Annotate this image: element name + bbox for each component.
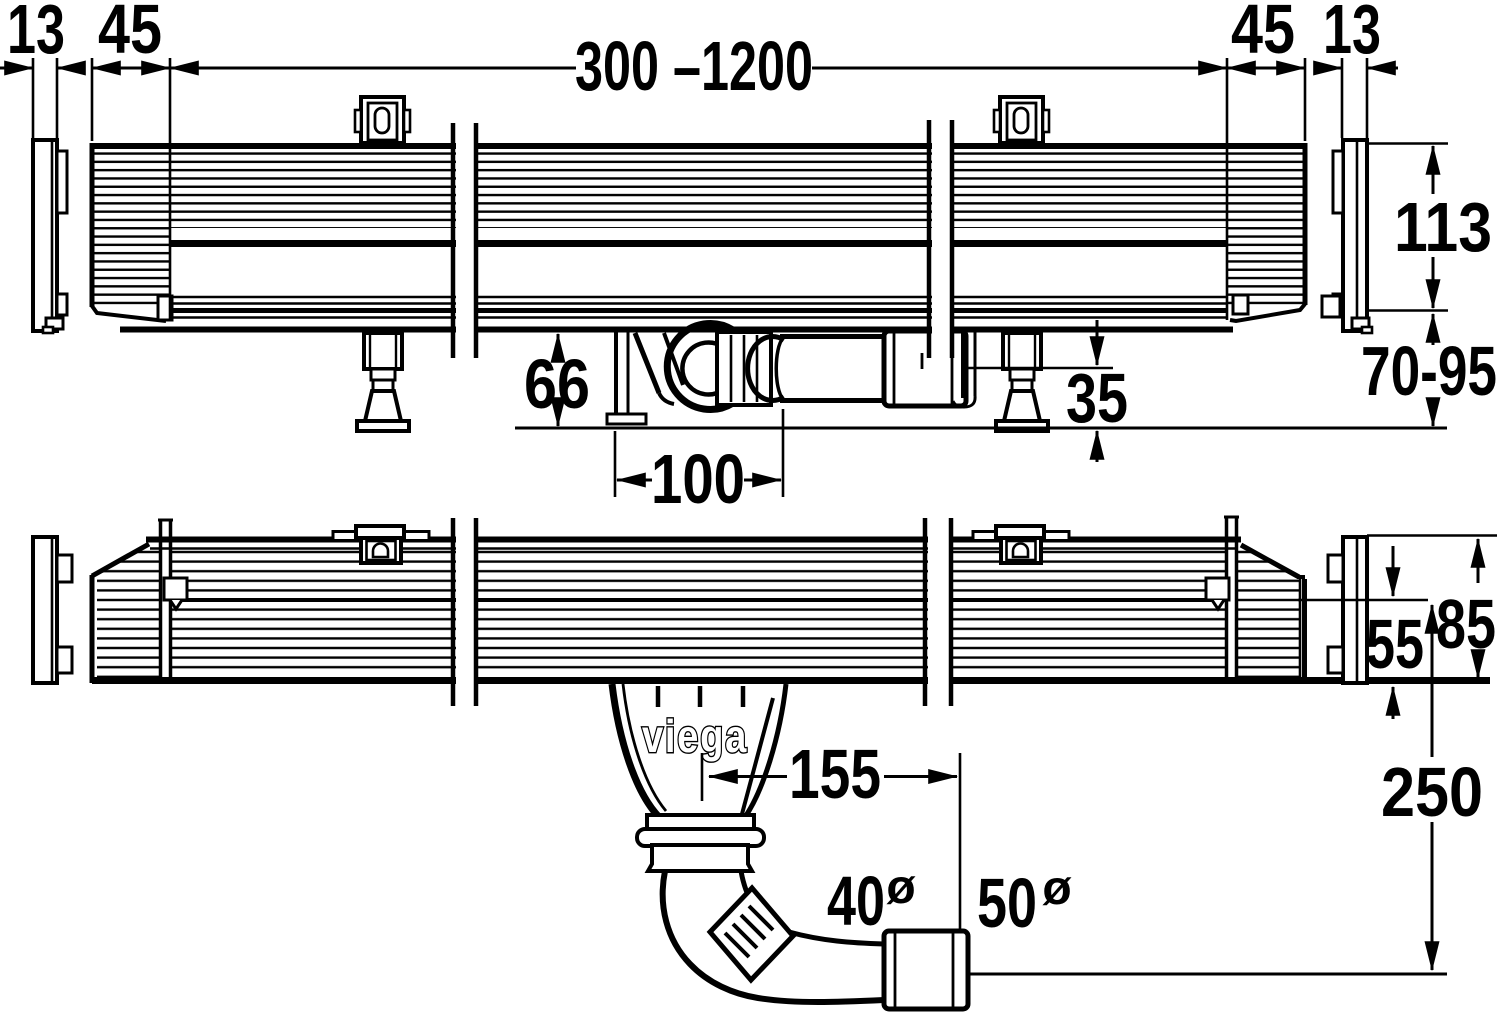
grate-hatch-front	[97, 544, 1301, 683]
break-lines-top-view	[450, 116, 955, 360]
dim-connection-pipe-diameter: 50	[977, 864, 1037, 942]
dim-frame-height: 85	[1436, 585, 1496, 663]
wall-flange-front-left	[31, 535, 74, 685]
dim-body-height: 55	[1366, 605, 1424, 683]
dim-outlet-offset: 155	[789, 735, 881, 813]
end-rail-right	[1229, 143, 1308, 324]
dim-overall-height: 113	[1394, 188, 1492, 266]
adjustable-foot-right	[994, 328, 1050, 433]
dim-outlet-pipe-diameter: 40	[827, 862, 885, 940]
dim-trap-height: 66	[524, 345, 590, 423]
diameter-symbol-50: ø	[1042, 862, 1072, 915]
wall-flange-left	[31, 138, 69, 335]
dim-flange-width-right: 13	[1323, 0, 1381, 68]
mounting-clamp-right	[992, 95, 1051, 145]
break-lines-front-view	[450, 516, 954, 706]
dim-length-range: 300 –1200	[575, 27, 813, 105]
outlet-elbow	[659, 870, 971, 1012]
dim-trap-length: 100	[651, 440, 745, 518]
end-rail-left	[89, 143, 174, 323]
diameter-symbol-40: ø	[886, 861, 916, 914]
wall-flange-right	[1320, 138, 1374, 335]
dim-end-section-left: 45	[98, 0, 162, 68]
brand-logo: viega	[642, 710, 748, 762]
dimensions-top: 13 45 300 –1200 45 13	[0, 0, 1398, 320]
mounting-clamp-front-right	[971, 524, 1071, 565]
drain-funnel: viega	[608, 683, 789, 873]
channel-body-lines	[92, 143, 1305, 333]
coupling-sleeve	[881, 928, 971, 1012]
mounting-clamp-left	[353, 95, 412, 145]
front-view: viega	[31, 515, 1490, 1012]
dimensions-side-view: 113 70-95 66 35 100	[524, 142, 1497, 518]
dim-foot-height: 35	[1066, 359, 1128, 437]
dim-flange-width-left: 13	[7, 0, 65, 68]
dim-installation-depth: 70-95	[1361, 332, 1497, 410]
dim-end-section-right: 45	[1231, 0, 1295, 68]
grate-hatch	[92, 150, 1305, 308]
adjustable-foot-left	[355, 328, 411, 433]
wall-flange-front-right	[1326, 535, 1369, 685]
dim-outlet-drop: 250	[1381, 753, 1483, 831]
dimensions-front-view: 155 250 85 55 40 ø 50 ø	[700, 534, 1497, 976]
mounting-clamp-front-left	[331, 524, 431, 565]
side-view	[31, 95, 1447, 433]
